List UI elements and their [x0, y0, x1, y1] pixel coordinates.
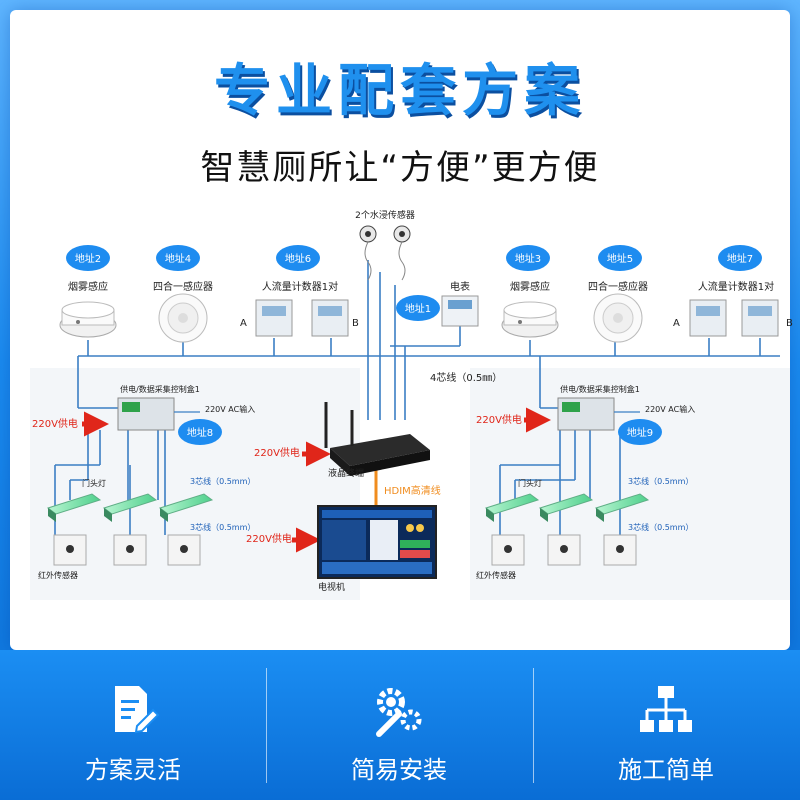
control-box-label-right: 供电/数据采集控制盒1: [560, 384, 640, 394]
feature-label: 施工简单: [618, 756, 714, 784]
tv-label: 电视机: [318, 581, 345, 593]
hierarchy-icon: [640, 686, 692, 732]
people-counter-label-right: 人流量计数器1对: [698, 280, 774, 293]
feature-easy-install: 简易安装: [266, 650, 532, 800]
lcd-terminal-label: 液晶终端: [328, 467, 364, 479]
feature-simple-construction: 施工简单: [533, 650, 799, 800]
feature-label: 简易安装: [351, 756, 447, 784]
door-light-icon: [46, 493, 214, 522]
lcd-terminal-icon: [324, 402, 430, 476]
side-a-left: A: [240, 318, 247, 329]
side-b-left: B: [352, 318, 359, 329]
side-a-right: A: [673, 318, 680, 329]
ir-sensor-label-left: 红外传感器: [38, 570, 78, 580]
ir-sensor-label-right: 红外传感器: [476, 570, 516, 580]
infrared-sensor-icon: [53, 534, 637, 566]
address-badge-6: 地址6: [285, 252, 311, 265]
smoke-sensor-label-right: 烟雾感应: [510, 280, 550, 293]
document-edit-icon: [115, 686, 160, 734]
wire3-label-left-b: 3芯线（0.5mm）: [190, 522, 255, 532]
gear-wrench-icon: [376, 688, 422, 737]
hdmi-label: HDIM高清线: [384, 484, 441, 497]
address-badge-3: 地址3: [515, 252, 541, 265]
address-badge-5: 地址5: [607, 252, 633, 265]
smoke-sensor-label-left: 烟雾感应: [68, 280, 108, 293]
page-title: 专业配套方案: [214, 59, 586, 124]
address-badge-7: 地址7: [727, 252, 753, 265]
page-subtitle: 智慧厕所让“方便”更方便: [200, 148, 600, 188]
power-label-tv: 220V供电: [246, 532, 292, 545]
tv-icon: [317, 505, 437, 579]
ac-input-left: 220V AC输入: [205, 404, 255, 414]
water-sensor-icon: [359, 225, 411, 281]
address-badge-4: 地址4: [165, 252, 191, 265]
address-badge-8: 地址8: [187, 426, 213, 439]
control-box-icon: [117, 397, 615, 431]
wiring: [54, 260, 780, 535]
water-sensor-label: 2个水浸传感器: [355, 209, 415, 221]
people-counter-label-left: 人流量计数器1对: [262, 280, 338, 293]
address-badge-9: 地址9: [627, 426, 653, 439]
four-in-one-label-left: 四合一感应器: [153, 280, 213, 293]
ac-input-right: 220V AC输入: [645, 404, 695, 414]
address-badge-1: 地址1: [405, 302, 431, 315]
divider: [533, 668, 534, 783]
power-label-left: 220V供电: [32, 417, 78, 430]
wire3-label-left-a: 3芯线（0.5mm）: [190, 476, 255, 486]
power-label-terminal: 220V供电: [254, 446, 300, 459]
side-b-right: B: [786, 318, 793, 329]
door-light-label-left: 门头灯: [82, 478, 106, 488]
meter-label: 电表: [450, 280, 470, 293]
electricity-meter-icon: [441, 295, 479, 327]
wire-4core-label: 4芯线（0.5㎜）: [430, 371, 502, 384]
control-box-label-left: 供电/数据采集控制盒1: [120, 384, 200, 394]
door-light-icon: [484, 493, 650, 522]
power-label-right: 220V供电: [476, 413, 522, 426]
people-counter-icon: [255, 299, 779, 337]
divider: [266, 668, 267, 783]
wire3-label-right-a: 3芯线（0.5mm）: [628, 476, 693, 486]
address-badge-2: 地址2: [75, 252, 101, 265]
feature-bar: 方案灵活 简易安装 施工简单: [0, 650, 800, 800]
four-in-one-sensor-icon: [158, 293, 643, 343]
feature-flexible: 方案灵活: [0, 650, 266, 800]
feature-label: 方案灵活: [85, 756, 181, 784]
smoke-detector-icon: [59, 301, 559, 338]
system-diagram: 2个水浸传感器 地址2 地址4 地址6 地址1 地址3 地址5 地址7 地址8 …: [30, 209, 793, 600]
four-in-one-label-right: 四合一感应器: [588, 280, 648, 293]
door-light-label-right: 门头灯: [518, 478, 542, 488]
wire3-label-right-b: 3芯线（0.5mm）: [628, 522, 693, 532]
